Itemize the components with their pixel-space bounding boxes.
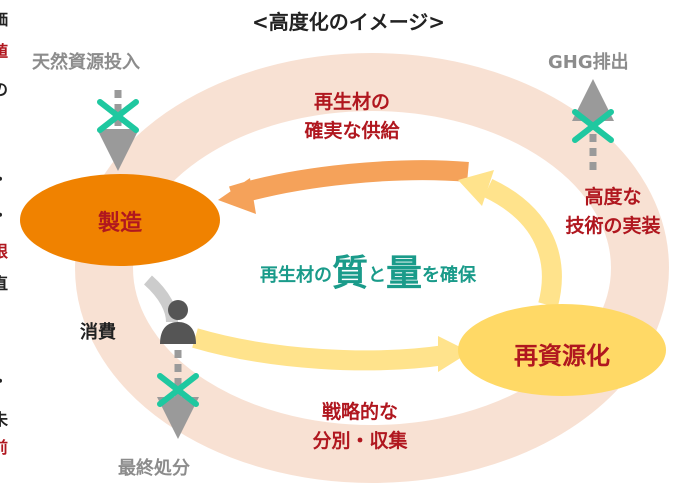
recycling-node bbox=[458, 304, 666, 396]
tech-label: 高度な 技術の実装 bbox=[538, 183, 688, 241]
manufacturing-node bbox=[20, 174, 220, 266]
edge-char: 前 bbox=[0, 438, 9, 457]
center-and: と bbox=[368, 265, 386, 286]
tech-label-line1: 高度な bbox=[584, 186, 642, 208]
edge-char: 価 bbox=[0, 10, 9, 29]
cycle-ring bbox=[75, 53, 669, 483]
center-message: 再生材の質と量を確保 bbox=[198, 244, 538, 296]
center-suffix: を確保 bbox=[422, 265, 477, 286]
natural-resources-label: 天然資源投入 bbox=[32, 52, 140, 73]
ghg-label: GHG排出 bbox=[548, 52, 629, 73]
final-disposal-label: 最終処分 bbox=[118, 458, 190, 479]
person-icon bbox=[160, 300, 196, 344]
consume-path bbox=[143, 275, 178, 323]
edge-char: の bbox=[0, 80, 9, 99]
center-prefix: 再生材の bbox=[259, 265, 332, 286]
edge-char: ・ bbox=[0, 370, 8, 394]
consumption-label: 消費 bbox=[80, 322, 116, 343]
supply-arrow bbox=[229, 160, 469, 206]
collect-arrowhead bbox=[438, 336, 470, 372]
collect-arrow bbox=[192, 328, 447, 371]
collect-label-line1: 戦略的な bbox=[321, 401, 398, 423]
manufacturing-label: 製造 bbox=[97, 211, 142, 236]
edge-char: ・ bbox=[0, 204, 8, 228]
cross-icon-resource bbox=[97, 99, 139, 133]
edge-char: 直 bbox=[0, 274, 9, 293]
collect-label-line2: 分別・収集 bbox=[312, 430, 408, 452]
center-quality: 質 bbox=[331, 253, 368, 294]
center-quantity: 量 bbox=[386, 253, 423, 294]
edge-char: 未 bbox=[0, 410, 9, 429]
recycling-label: 再資源化 bbox=[514, 342, 610, 370]
edge-char: 値 bbox=[0, 42, 9, 61]
cross-icon-ghg bbox=[572, 109, 614, 143]
upgrade-arrowhead bbox=[458, 170, 494, 206]
upgrade-arrow bbox=[483, 178, 562, 308]
edge-char: 限 bbox=[0, 242, 9, 261]
supply-label-line2: 確実な供給 bbox=[304, 120, 400, 142]
cross-icon-disposal bbox=[157, 373, 199, 407]
edge-char: ・ bbox=[0, 168, 8, 192]
diagram-title: <高度化のイメージ> bbox=[251, 10, 446, 34]
supply-label-line1: 再生材の bbox=[313, 91, 390, 113]
tech-label-line2: 技術の実装 bbox=[565, 215, 661, 237]
supply-label: 再生材の 確実な供給 bbox=[282, 88, 422, 146]
collect-label: 戦略的な 分別・収集 bbox=[290, 398, 430, 456]
supply-arrowhead bbox=[218, 178, 256, 214]
